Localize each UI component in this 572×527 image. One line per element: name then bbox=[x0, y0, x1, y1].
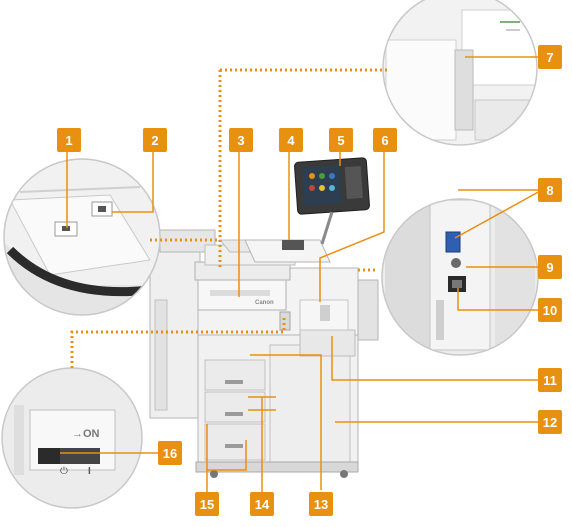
callout-3: 3 bbox=[229, 128, 253, 152]
on-symbol: I bbox=[88, 466, 91, 477]
callout-16: 16 bbox=[158, 441, 182, 465]
callout-4: 4 bbox=[279, 128, 303, 152]
callout-14: 14 bbox=[250, 492, 274, 516]
callout-15: 15 bbox=[195, 492, 219, 516]
detail-circle-main-power-switch bbox=[1, 367, 143, 509]
detail-circle-interfaces bbox=[381, 198, 539, 356]
detail-circle-output-trays bbox=[3, 158, 161, 316]
callout-9: 9 bbox=[538, 255, 562, 279]
dotted-connectors bbox=[70, 68, 388, 368]
control-panel bbox=[294, 157, 370, 245]
callout-5: 5 bbox=[329, 128, 353, 152]
usb-port-icon bbox=[445, 231, 461, 253]
callout-13: 13 bbox=[309, 492, 333, 516]
callout-12: 12 bbox=[538, 410, 562, 434]
callout-2: 2 bbox=[143, 128, 167, 152]
power-icon: ⏻ bbox=[60, 466, 68, 477]
callout-7: 7 bbox=[538, 45, 562, 69]
callout-11: 11 bbox=[538, 368, 562, 392]
callout-6: 6 bbox=[373, 128, 397, 152]
callout-10: 10 bbox=[538, 298, 562, 322]
main-switch-on-label: →ON bbox=[72, 428, 100, 440]
callout-1: 1 bbox=[57, 128, 81, 152]
brand-text: Canon bbox=[255, 300, 274, 306]
detail-circle-7 bbox=[382, 0, 538, 146]
copier-body bbox=[149, 229, 379, 478]
callout-8: 8 bbox=[538, 178, 562, 202]
